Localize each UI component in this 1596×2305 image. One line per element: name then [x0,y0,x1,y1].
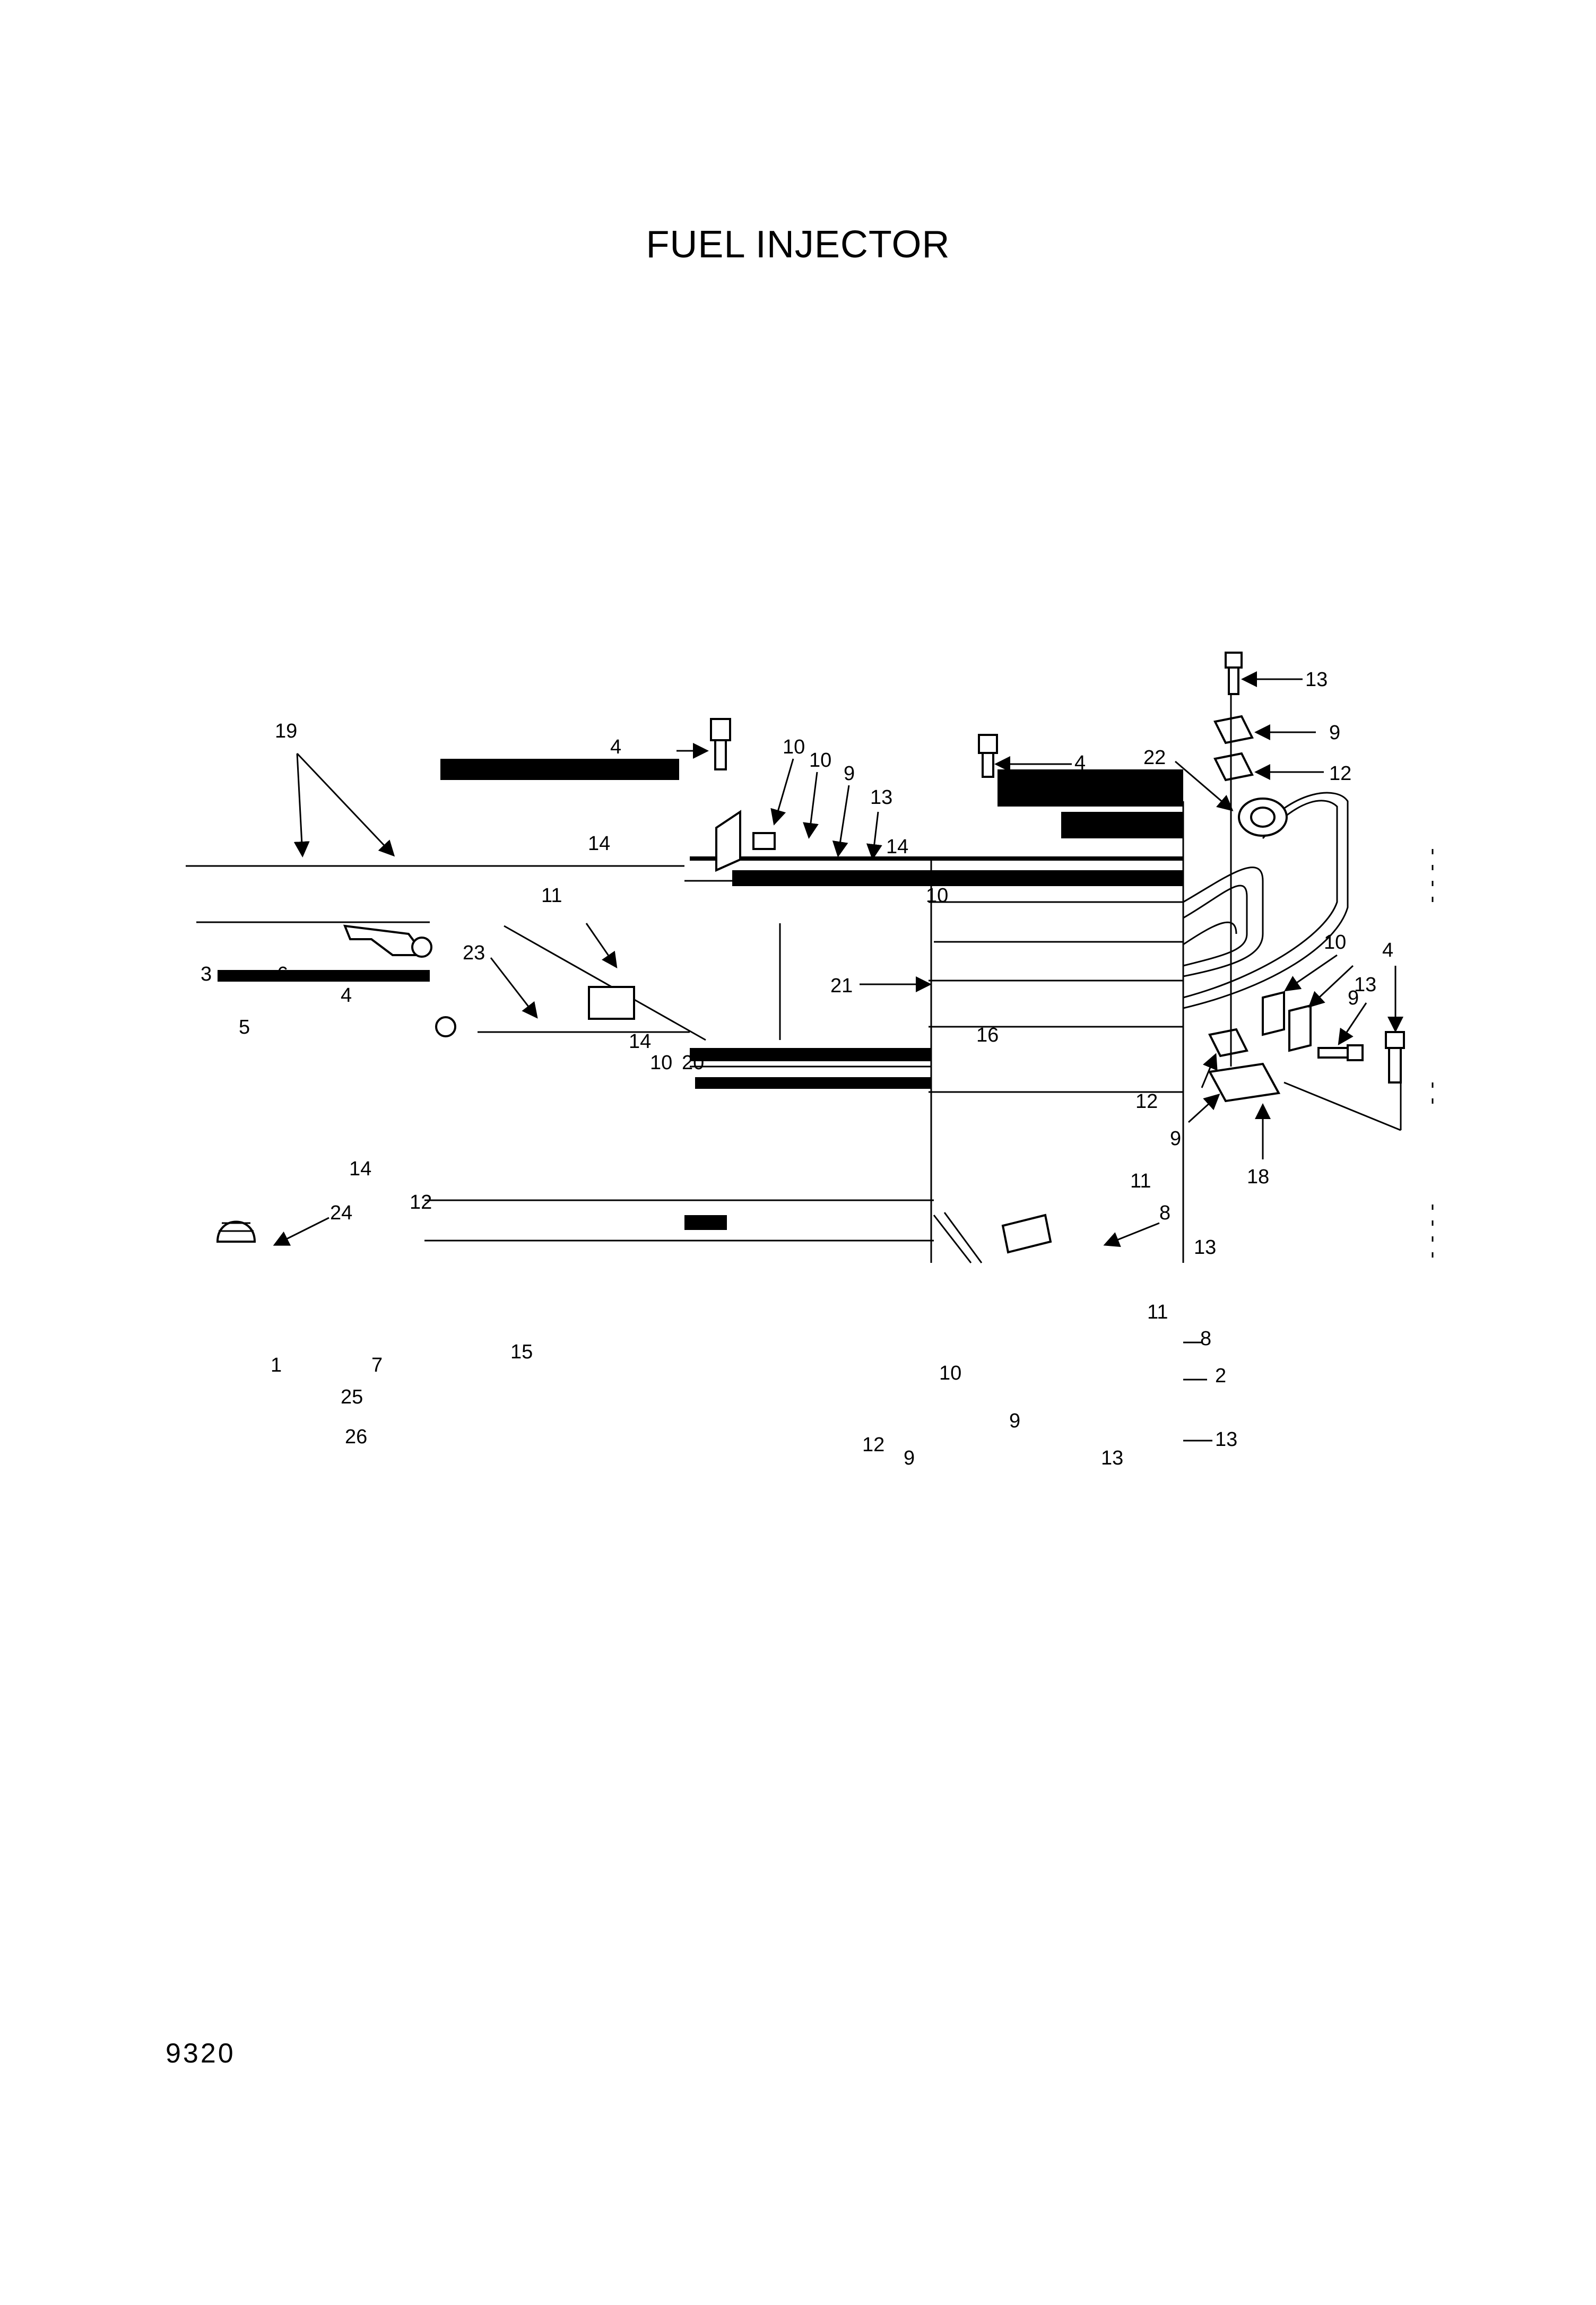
callout: 12 [862,1434,884,1456]
callout: 12 [410,1191,432,1214]
callout: 7 [371,1354,383,1376]
callout: 13 [1194,1236,1216,1259]
part-left-bracket [343,924,456,1037]
callout: 14 [349,1158,371,1180]
callout: 10 [1324,931,1346,954]
callout: 12 [1329,762,1351,785]
callout: 8 [1200,1328,1211,1350]
callout: 14 [629,1030,651,1053]
frame-lines [930,695,1434,1263]
callout: 9 [1348,987,1359,1009]
callout: 11 [1147,1301,1168,1323]
callout: 13 [1354,974,1376,996]
callout: 13 [1215,1428,1237,1451]
callout: 10 [783,736,805,758]
fuel-lines-right [1183,792,1349,1009]
callout: 1 [271,1354,282,1376]
callout: 8 [1159,1202,1170,1224]
callout: 11 [541,885,562,907]
callout: 13 [870,786,892,809]
callout: 11 [1130,1170,1151,1192]
callout: 12 [1135,1090,1158,1113]
callout: 4 [1074,752,1086,774]
callout: 4 [1382,939,1393,961]
callout: 4 [341,984,352,1007]
callout-labels: 19 4 10 10 9 13 4 22 13 9 12 14 14 11 10… [201,669,1393,1469]
left-rail [196,921,706,1041]
callout: 23 [463,942,485,964]
leader-arrows [273,671,1403,1442]
callout: 9 [904,1447,915,1469]
callout: 10 [809,749,831,772]
callout: 4 [610,736,621,758]
callout: 16 [976,1024,999,1046]
callout: 24 [330,1202,352,1224]
bolt-13-top [1225,652,1243,695]
bolt-4-right [1385,1031,1405,1084]
bolt-top-center [710,718,731,770]
lower-fuel-rail [424,923,983,1263]
callout: 14 [588,833,610,855]
callout: 5 [239,1016,250,1038]
callout: 9 [844,762,855,785]
cap-24 [216,1220,256,1243]
callout: 13 [1101,1447,1123,1469]
callout: 6 [277,963,288,985]
clamps [588,715,1312,1254]
callout: 9 [1329,722,1340,744]
callout: 21 [830,975,853,997]
callout: 18 [1247,1166,1269,1188]
callout: 13 [1305,669,1328,691]
callout: 15 [510,1341,533,1363]
callout: 9 [1170,1128,1181,1150]
upper-fuel-rail [186,759,1183,1093]
bolt-13-right [1317,1044,1364,1061]
callout: 20 [682,1052,704,1074]
callout: 10 [650,1052,672,1074]
fitting-22 [1238,798,1288,837]
callout: 10 [926,885,948,907]
bolt-top-right [978,734,998,778]
callout: 19 [275,720,297,742]
callout: 10 [939,1362,961,1384]
callout: 22 [1143,747,1166,769]
callout: 14 [886,836,908,858]
page-number: 9320 [166,2038,236,2069]
callout: 26 [345,1426,367,1448]
callout: 3 [201,963,212,985]
callout: 9 [1009,1410,1020,1432]
bolts [710,652,1405,1084]
page-title: FUEL INJECTOR [646,223,950,266]
callout: 25 [341,1386,363,1408]
callout: 2 [1215,1365,1226,1387]
